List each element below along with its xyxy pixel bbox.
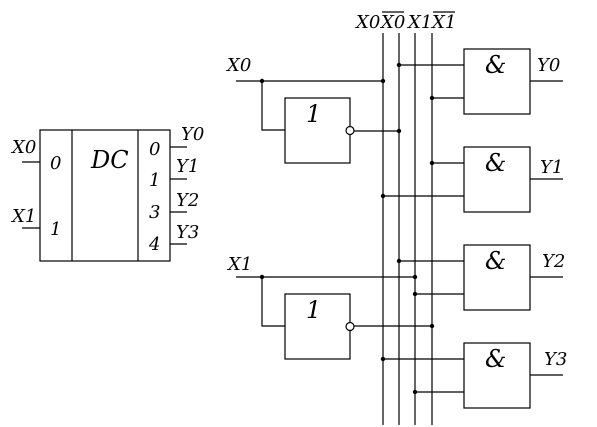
input-label-x0: X0	[225, 55, 251, 76]
bus-label-x1: X1	[406, 12, 432, 33]
and-gate-3-symbol: &	[485, 345, 506, 373]
dc-input-pin-0: 0	[50, 153, 61, 174]
bus-label-x0-bar: X0	[379, 12, 405, 33]
input-x0-network: X0 1	[225, 55, 402, 164]
junction-dot	[380, 78, 386, 84]
and-gate-1-network: & Y1	[380, 146, 563, 213]
junction-dot	[396, 62, 402, 68]
not-gate-1-bubble	[345, 321, 355, 332]
junction-dot	[380, 356, 386, 362]
not-gate-1-input-wire	[261, 277, 285, 327]
dc-output-label-y0: Y0	[181, 124, 204, 145]
junction-dot	[396, 128, 402, 134]
junction-dot	[412, 274, 418, 280]
bus-label-x1-bar: X1	[430, 12, 456, 33]
junction-dot	[396, 258, 402, 264]
junction-dot	[429, 95, 435, 101]
dc-output-label-y1: Y1	[176, 156, 199, 177]
input-x1-network: X1 1	[226, 254, 435, 360]
output-label-y2: Y2	[542, 251, 565, 272]
dc-output-pin-4: 4	[148, 234, 160, 255]
not-gate-0-symbol: 1	[306, 100, 321, 128]
dc-input-label-x0: X0	[10, 137, 36, 158]
and-gate-1	[463, 146, 531, 213]
bus-lines	[382, 33, 433, 425]
junction-dot	[429, 160, 435, 166]
output-label-y0: Y0	[537, 55, 560, 76]
dc-output-label-y2: Y2	[176, 190, 199, 211]
junction-dot	[412, 389, 418, 395]
dc-title: DC	[90, 146, 129, 174]
and-gate-1-symbol: &	[485, 149, 506, 177]
junction-dot	[380, 193, 386, 199]
not-gate-0-input-wire	[261, 81, 285, 131]
not-gate-1-symbol: 1	[306, 296, 321, 324]
bus-label-x0: X0	[354, 12, 380, 33]
dc-output-pin-1: 1	[149, 170, 160, 191]
dc-body	[39, 129, 171, 262]
and-gate-3	[463, 342, 531, 409]
dc-output-pin-0: 0	[149, 139, 160, 160]
and-gate-2	[463, 244, 531, 311]
dc-block: DC X0 X1 0 1 0 1 3 4 Y0 Y1 Y2 Y3	[10, 124, 204, 262]
and-gate-2-symbol: &	[485, 247, 506, 275]
dc-input-pin-1: 1	[50, 219, 61, 240]
not-gate-0-bubble	[345, 125, 355, 136]
output-label-y3: Y3	[544, 349, 567, 370]
output-label-y1: Y1	[540, 157, 563, 178]
and-gate-3-network: & Y3	[380, 342, 567, 409]
dc-output-label-y3: Y3	[176, 222, 199, 243]
input-label-x1: X1	[226, 254, 252, 275]
dc-output-pin-3: 3	[149, 202, 160, 223]
junction-dot	[429, 323, 435, 329]
and-gate-0	[463, 48, 531, 115]
and-gate-0-symbol: &	[485, 51, 506, 79]
and-gate-0-network: & Y0	[396, 48, 563, 115]
and-gate-2-network: & Y2	[396, 244, 565, 311]
junction-dot	[412, 291, 418, 297]
bus-labels: X0 X0 X1 X1	[354, 11, 456, 33]
dc-input-label-x1: X1	[10, 206, 36, 227]
